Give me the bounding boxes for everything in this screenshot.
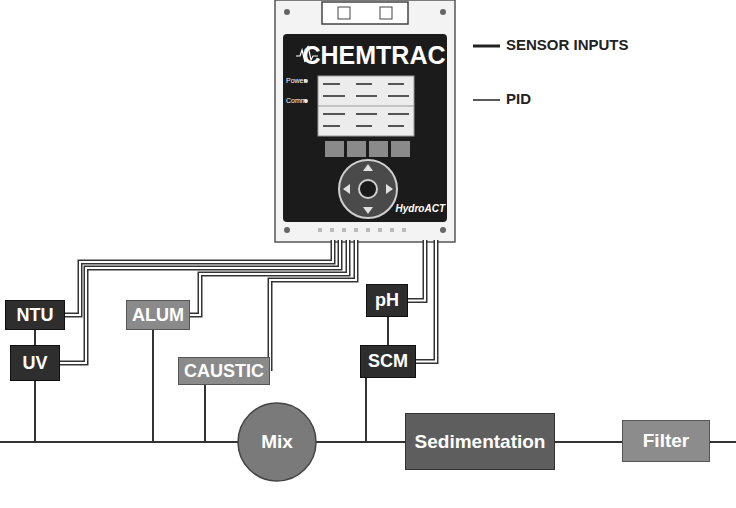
wire-stroke <box>270 240 356 371</box>
wire-stroke <box>408 240 425 301</box>
wire-stroke <box>317 441 405 443</box>
wire-stroke <box>34 330 36 345</box>
screw <box>284 227 290 233</box>
brand-name: CHEMTRAC <box>275 41 455 70</box>
display-readings <box>323 84 409 126</box>
wire-stroke <box>555 441 622 443</box>
enter-key <box>359 180 377 198</box>
sensor-box: pH <box>366 284 408 317</box>
node-label: UV <box>22 353 47 374</box>
controller-housing <box>275 0 455 242</box>
display-screen <box>318 76 414 136</box>
pipe-connector <box>317 442 405 443</box>
chemical-feed-box: ALUM <box>126 300 190 330</box>
arrow-keys <box>343 164 393 214</box>
pipe-connector <box>388 317 389 345</box>
soft-key <box>369 141 388 157</box>
chemical-feed-box: CAUSTIC <box>178 357 270 385</box>
node-label: CAUSTIC <box>184 361 264 382</box>
feed-line <box>34 381 36 442</box>
screw <box>440 227 446 233</box>
node-label: Filter <box>643 430 689 452</box>
process-box: Sedimentation <box>405 413 555 470</box>
legend-sample-line <box>473 45 500 48</box>
node-label: Sedimentation <box>415 431 546 453</box>
screw <box>284 9 290 15</box>
soft-key <box>347 141 366 157</box>
wire-stroke <box>387 317 389 345</box>
pipe-connector <box>555 442 622 443</box>
controller: CHEMTRAC HydroACT <box>275 0 455 240</box>
screw <box>440 9 446 15</box>
mount-hole <box>380 7 392 19</box>
terminal-row <box>318 228 406 232</box>
node-label: Mix <box>261 431 293 453</box>
sensor-box: NTU <box>5 300 65 330</box>
feed-line <box>204 385 206 442</box>
feed-line <box>365 378 367 442</box>
navigation-pad <box>339 160 397 218</box>
legend-text: PID <box>506 90 531 107</box>
wire-stroke <box>270 240 356 371</box>
node-label: NTU <box>17 305 54 326</box>
feed-line <box>152 330 154 442</box>
mount-slot <box>322 2 408 24</box>
node-label: SCM <box>368 351 408 372</box>
legend-sample-line <box>473 99 500 101</box>
mount-hole <box>338 7 350 19</box>
node-label: pH <box>375 290 399 311</box>
indicator-label: Power <box>286 77 306 84</box>
signal-wire <box>416 240 436 362</box>
mix-tank: Mix <box>237 402 317 482</box>
indicator-label: Comm <box>286 97 307 104</box>
display-divider <box>318 106 414 107</box>
signal-wire <box>408 240 425 301</box>
pipe-connector <box>35 330 36 345</box>
process-box: Filter <box>622 420 710 462</box>
sensor-box: SCM <box>360 345 416 378</box>
wire-stroke <box>408 240 425 301</box>
wire-stroke <box>416 240 436 362</box>
wire-stroke <box>416 240 436 362</box>
model-name: HydroACT <box>396 203 445 214</box>
soft-key <box>391 141 410 157</box>
signal-wire <box>270 240 356 371</box>
soft-key <box>325 141 344 157</box>
legend-text: SENSOR INPUTS <box>506 36 629 53</box>
node-label: ALUM <box>132 305 184 326</box>
sensor-box: UV <box>10 345 60 381</box>
